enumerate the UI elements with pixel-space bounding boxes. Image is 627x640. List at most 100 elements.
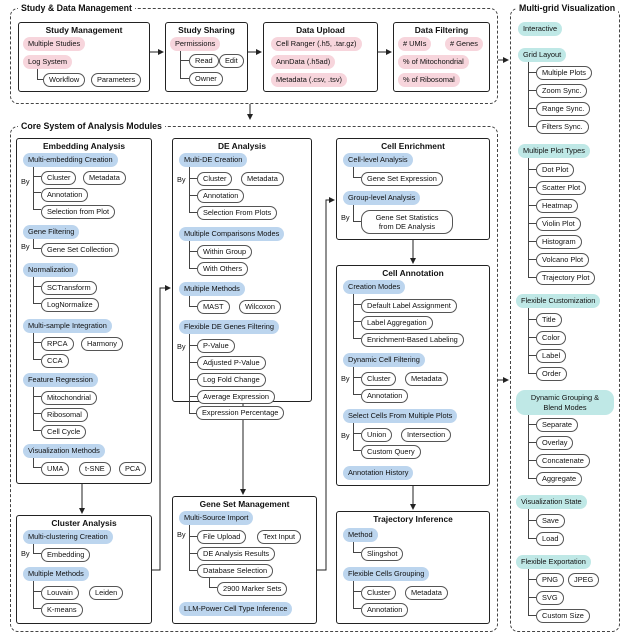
gene-set-management-box: Gene Set Management Multi-Source Import …	[172, 496, 317, 624]
with-others-pill: With Others	[197, 262, 249, 276]
de-analysis-box: DE Analysis Multi-DE Creation By Cluster…	[172, 138, 312, 414]
flexible-de-filtering-pill: Flexible DE Genes Filtering	[179, 320, 279, 334]
emb-annotation-pill: Annotation	[41, 188, 89, 202]
label-pill: Label	[536, 349, 567, 363]
multi-clustering-pill: Multi-clustering Creation	[23, 530, 113, 544]
owner-pill: Owner	[189, 72, 223, 86]
rpca-pill: RPCA	[41, 337, 74, 351]
aggregate-pill: Aggregate	[536, 472, 583, 486]
dot-plot-pill: Dot Plot	[536, 163, 575, 177]
kmeans-pill: K-means	[41, 603, 83, 617]
multi-source-import-pill: Multi-Source Import	[179, 511, 254, 525]
histogram-pill: Histogram	[536, 235, 582, 249]
multi-de-pill: Multi-DE Creation	[179, 153, 248, 167]
de-cluster-pill: Cluster	[197, 172, 233, 186]
louvain-pill: Louvain	[41, 586, 79, 600]
cell-annotation-title: Cell Annotation	[382, 268, 444, 278]
load-pill: Load	[536, 532, 565, 546]
edit-pill: Edit	[219, 54, 244, 68]
heatmap-pill: Heatmap	[536, 199, 578, 213]
cluster-multiple-methods-pill: Multiple Methods	[23, 567, 89, 581]
embedding-analysis-title: Embedding Analysis	[42, 141, 126, 151]
plot-types-pill: Multiple Plot Types	[518, 144, 590, 158]
marker-sets-pill: 2900 Marker Sets	[217, 582, 288, 596]
cluster-analysis-box: Cluster Analysis Multi-clustering Creati…	[16, 515, 152, 624]
cell-enrichment-title: Cell Enrichment	[381, 141, 445, 151]
method-pill: Method	[343, 528, 378, 542]
study-sharing-box: Study Sharing Permissions Read Edit Owne…	[165, 22, 248, 92]
gene-set-expression-pill: Gene Set Expression	[361, 172, 443, 186]
filters-sync-pill: Filters Sync.	[536, 120, 589, 134]
overlay-pill: Overlay	[536, 436, 574, 450]
de-annotation-pill: Annotation	[197, 189, 245, 203]
p-value-pill: P-Value	[197, 339, 235, 353]
cca-pill: CCA	[41, 354, 69, 368]
traj-cluster-pill: Cluster	[361, 586, 397, 600]
creation-modes-pill: Creation Modes	[343, 280, 406, 294]
save-pill: Save	[536, 514, 565, 528]
default-label-pill: Default Label Assignment	[361, 299, 457, 313]
group-level-pill: Group-level Analysis	[343, 191, 421, 205]
ribosomal-regress-pill: Ribosomal	[41, 408, 88, 422]
file-upload-pill: File Upload	[197, 530, 247, 544]
leiden-pill: Leiden	[89, 586, 124, 600]
workflow-pill: Workflow	[43, 73, 86, 87]
mast-pill: MAST	[197, 300, 230, 314]
svg-pill: SVG	[536, 591, 564, 605]
text-input-pill: Text Input	[257, 530, 302, 544]
annotation-history-pill: Annotation History	[343, 466, 414, 480]
traj-annotation-pill: Annotation	[361, 603, 409, 617]
cell-annotation-box: Cell Annotation Creation Modes Default L…	[336, 265, 490, 486]
title-pill: Title	[536, 313, 562, 327]
flexible-grouping-pill: Flexible Cells Grouping	[343, 567, 430, 581]
cell-ranger-pill: Cell Ranger (.h5, .tar.gz)	[271, 37, 362, 51]
volcano-plot-pill: Volcano Plot	[536, 253, 590, 267]
multiple-comparisons-pill: Multiple Comparisons Modes	[179, 227, 285, 241]
ann-annotation-pill: Annotation	[361, 389, 409, 403]
trajectory-inference-title: Trajectory Inference	[373, 514, 453, 524]
emb-cluster-pill: Cluster	[41, 171, 77, 185]
emb-metadata-pill: Metadata	[83, 171, 126, 185]
gene-filtering-pill: Gene Filtering	[23, 225, 80, 239]
ann-metadata-pill: Metadata	[405, 372, 448, 386]
study-management-title: Study Management	[45, 25, 123, 35]
slingshot-pill: Slingshot	[361, 547, 404, 561]
ribosomal-pill: % of Ribosomal	[398, 73, 460, 87]
feature-regression-pill: Feature Regression	[23, 373, 98, 387]
cluster-embedding-pill: Embedding	[41, 548, 91, 562]
concatenate-pill: Concatenate	[536, 454, 590, 468]
log-fold-change-pill: Log Fold Change	[197, 373, 266, 387]
study-sharing-title: Study Sharing	[178, 25, 235, 35]
cell-enrichment-box: Cell Enrichment Cell-level Analysis Gene…	[336, 138, 490, 240]
anndata-pill: AnnData (.h5ad)	[271, 55, 336, 69]
trajectory-plot-pill: Trajectory Plot	[536, 271, 596, 285]
dynamic-filtering-pill: Dynamic Cell Filtering	[343, 353, 425, 367]
emb-selection-pill: Selection from Plot	[41, 205, 116, 219]
custom-size-pill: Custom Size	[536, 609, 590, 623]
de-metadata-pill: Metadata	[241, 172, 284, 186]
union-pill: Union	[361, 428, 393, 442]
study-data-management-title: Study & Data Management	[18, 3, 135, 13]
custom-query-pill: Custom Query	[361, 445, 421, 459]
read-pill: Read	[189, 54, 219, 68]
dynamic-grouping-pill: Dynamic Grouping & Blend Modes	[516, 390, 614, 415]
permissions-pill: Permissions	[170, 37, 221, 51]
multiple-plots-pill: Multiple Plots	[536, 66, 592, 80]
core-system-title: Core System of Analysis Modules	[18, 121, 165, 131]
order-pill: Order	[536, 367, 567, 381]
multi-embedding-pill: Multi-embedding Creation	[23, 153, 118, 167]
intersection-pill: Intersection	[401, 428, 452, 442]
harmony-pill: Harmony	[81, 337, 123, 351]
range-sync-pill: Range Sync.	[536, 102, 591, 116]
flexible-customization-pill: Flexible Customization	[516, 294, 601, 308]
png-pill: PNG	[536, 573, 565, 587]
pca-pill: PCA	[119, 462, 147, 476]
multi-grid-visualization-title: Multi-grid Visualization	[516, 3, 619, 13]
multiple-studies-pill: Multiple Studies	[23, 37, 86, 51]
gene-set-management-title: Gene Set Management	[199, 499, 290, 509]
violin-plot-pill: Violin Plot	[536, 217, 581, 231]
gene-set-collection-pill: Gene Set Collection	[41, 243, 119, 257]
select-cells-pill: Select Cells From Multiple Plots	[343, 409, 458, 423]
uma-pill: UMA	[41, 462, 70, 476]
interactive-pill: Interactive	[518, 22, 563, 36]
